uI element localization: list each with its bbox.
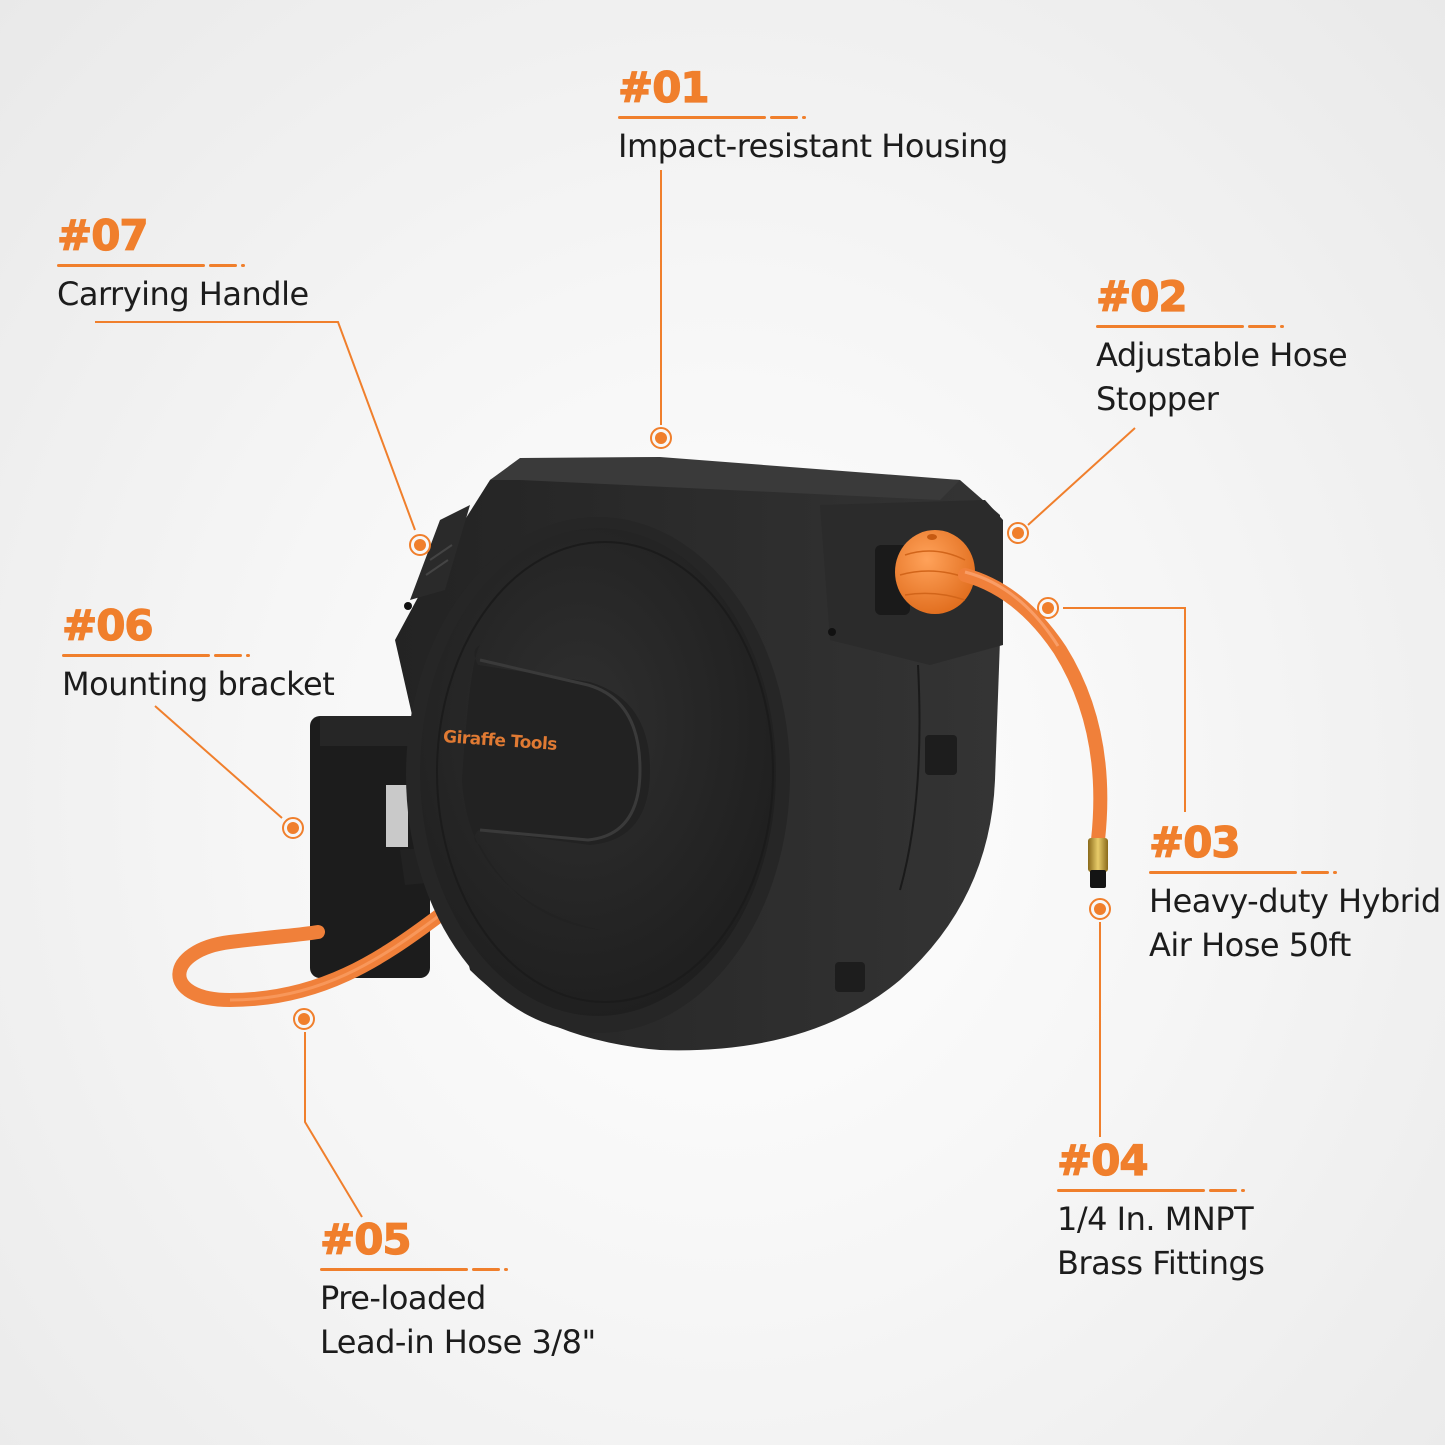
- callout-number: #06: [61, 601, 154, 650]
- callout-03: #03 Heavy-duty Hybrid Air Hose 50ft: [1148, 818, 1441, 967]
- callout-label: Adjustable Hose: [1096, 336, 1348, 374]
- callout-label: Carrying Handle: [57, 275, 309, 313]
- marker-06: [282, 817, 304, 839]
- marker-07: [409, 534, 431, 556]
- callout-05: #05 Pre-loaded Lead-in Hose 3/8": [319, 1215, 596, 1364]
- callout-06: #06 Mounting bracket: [61, 601, 335, 706]
- callout-label: Stopper: [1096, 380, 1219, 418]
- callout-label: Heavy-duty Hybrid: [1149, 882, 1441, 920]
- callout-underline: [1149, 871, 1441, 875]
- callout-underline: [618, 116, 1008, 120]
- callout-label: Mounting bracket: [62, 665, 335, 703]
- callout-leader-lines: [95, 170, 1186, 1218]
- callout-04: #04 1/4 In. MNPT Brass Fittings: [1056, 1136, 1265, 1285]
- air-hose: [958, 568, 1108, 888]
- marker-01: [650, 427, 672, 449]
- callout-number: #04: [1056, 1136, 1149, 1185]
- callout-number: #01: [617, 63, 710, 112]
- callout-underline: [1096, 325, 1347, 329]
- callout-label: Air Hose 50ft: [1149, 926, 1351, 964]
- lead-in-hose: [172, 908, 447, 1008]
- callout-underline: [62, 654, 334, 658]
- callout-label: 1/4 In. MNPT: [1057, 1200, 1254, 1238]
- callout-number: #05: [319, 1215, 412, 1264]
- callout-07: #07 Carrying Handle: [56, 211, 309, 316]
- reel-front-cover: [406, 517, 790, 1033]
- marker-04: [1089, 898, 1111, 920]
- marker-02: [1007, 522, 1029, 544]
- callout-number: #02: [1095, 272, 1188, 321]
- hose-stopper: [875, 530, 975, 615]
- callout-underline: [57, 264, 309, 268]
- callout-number: #07: [56, 211, 149, 260]
- callout-01: #01 Impact-resistant Housing: [617, 63, 1008, 168]
- callout-underline: [1057, 1189, 1264, 1193]
- callout-label: Impact-resistant Housing: [618, 127, 1008, 165]
- marker-03: [1037, 597, 1059, 619]
- callout-label: Brass Fittings: [1057, 1244, 1265, 1282]
- callout-markers: [282, 427, 1111, 1030]
- marker-05: [293, 1008, 315, 1030]
- callout-label: Pre-loaded: [320, 1279, 486, 1317]
- callout-underline: [320, 1268, 596, 1272]
- callout-number: #03: [1148, 818, 1241, 867]
- callout-02: #02 Adjustable Hose Stopper: [1095, 272, 1348, 421]
- callout-label: Lead-in Hose 3/8": [320, 1323, 596, 1361]
